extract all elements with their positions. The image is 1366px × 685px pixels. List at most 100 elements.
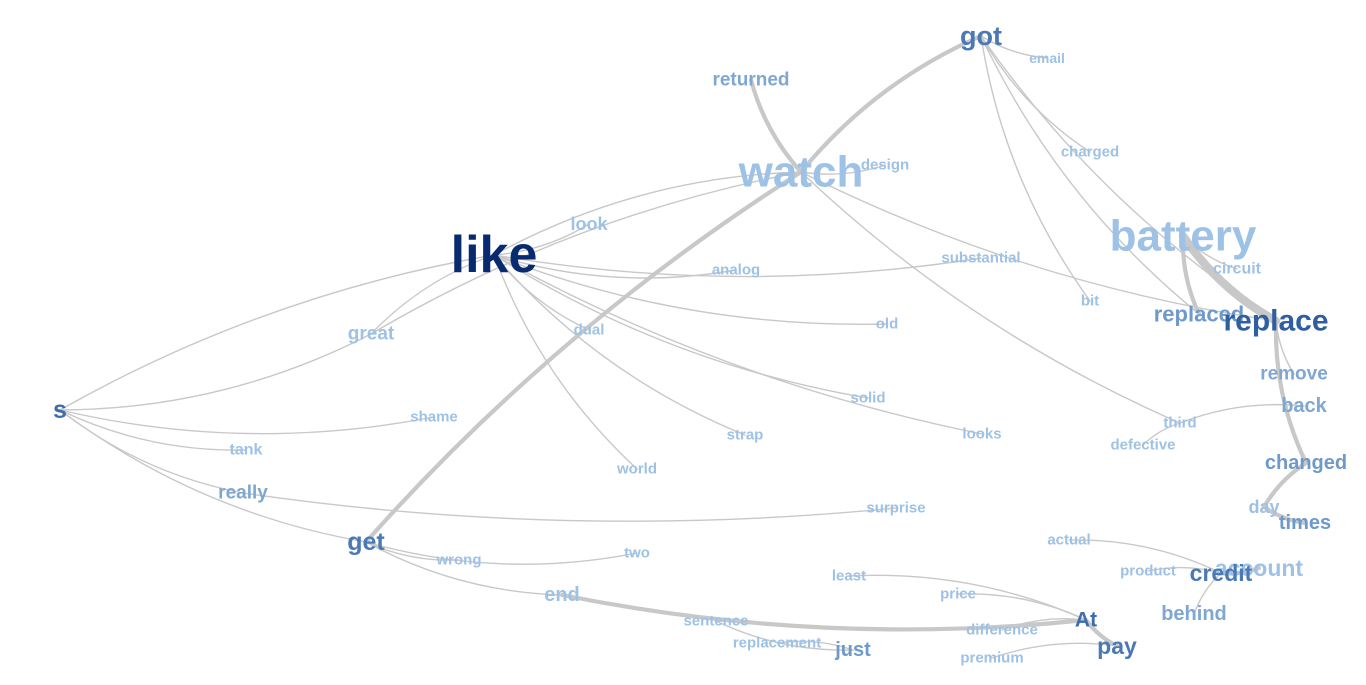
edge-get-two [365,541,638,565]
edge-pay-premium [991,642,1118,659]
word-pay: pay [1097,633,1137,659]
edge-like-old [493,254,888,325]
edge-layer [59,33,1309,659]
word-third: third [1163,415,1196,432]
edge-battery-circuit [1182,235,1238,270]
edge-s-shame [59,409,435,435]
word-watch: watch [738,148,864,197]
edge-replace-changed [1273,318,1309,466]
edge-s-great [59,333,372,411]
word-two: two [624,545,650,562]
word-like: like [451,226,538,284]
word-remove: remove [1260,364,1328,385]
edge-watch-great [370,171,802,335]
edge-at-pay [1083,617,1120,649]
edge-like-s [59,254,495,411]
word-defective: defective [1110,437,1175,454]
word-behind: behind [1161,603,1227,625]
edge-at-difference [1001,618,1087,631]
edge-credit-account [1218,565,1262,576]
word-difference: difference [966,622,1038,639]
word-product: product [1120,563,1176,580]
edge-watch-like [493,171,802,256]
word-returned: returned [712,70,789,91]
word-old: old [876,316,899,333]
word-replace: replace [1223,305,1328,338]
edge-day-times [1261,504,1308,526]
edge-s-tank [59,409,247,451]
edge-like-looks [493,254,983,435]
edge-got-replaced [980,35,1200,315]
word-get: get [347,528,385,556]
word-really: really [218,483,268,504]
word-least: least [832,568,866,585]
word-look: look [570,214,608,234]
edge-changed-day [1261,460,1309,510]
edge-like-look [493,223,590,256]
word-charged: charged [1061,144,1119,161]
edge-got-bit [980,35,1091,302]
word-dual: dual [574,322,605,339]
edge-like-world [493,254,638,470]
edge-battery-replaced [1180,233,1202,317]
word-world: world [616,461,657,478]
word-replaced: replaced [1154,302,1245,327]
edge-sentence-just [715,620,854,651]
word-actual: actual [1047,532,1090,549]
edge-watch-get [363,169,804,545]
edge-really-surprise [242,492,897,522]
word-price: price [940,586,976,603]
edge-like-analog [493,254,737,279]
edge-battery-replace [1178,231,1281,326]
word-sentence: sentence [683,613,748,630]
word-day: day [1248,497,1279,517]
word-bit: bit [1081,293,1099,310]
edge-returned-watch [748,77,804,175]
word-looks: looks [962,426,1001,443]
word-battery: battery [1110,212,1257,261]
edge-get-end [365,541,563,596]
word-times: times [1279,512,1331,534]
word-strap: strap [727,427,764,444]
edge-got-charged [980,35,1091,153]
edge-s-get [59,409,367,543]
edge-replace-remove [1275,320,1295,375]
edge-got-email [980,35,1048,59]
word-solid: solid [850,390,885,407]
word-circuit: circuit [1213,261,1262,278]
edge-at-price [957,593,1087,621]
word-tank: tank [230,442,263,459]
edge-like-strap [493,254,746,436]
word-account: account [1215,555,1304,581]
edge-got-watch [798,33,984,175]
edge-credit-actual [1068,539,1222,574]
edge-credit-behind [1193,572,1222,615]
edge-watch-replace [800,171,1277,322]
edge-back-third [1179,403,1305,424]
word-email: email [1029,50,1065,66]
edge-just-replacement [776,640,854,651]
edge-like-substantial [493,254,982,278]
word-wrong: wrong [436,552,482,569]
word-design: design [861,157,909,174]
word-substantial: substantial [941,250,1020,267]
edge-got-replace [980,35,1277,322]
word-great: great [348,324,395,345]
word-surprise: surprise [866,500,925,517]
edge-watch-design [800,164,886,175]
edge-get-wrong [365,541,460,561]
word-end: end [544,584,580,606]
word-shame: shame [410,409,458,426]
word-at: At [1075,609,1097,632]
word-s: s [53,396,67,424]
edge-watch-third [800,171,1181,424]
edge-credit-product [1147,566,1222,574]
word-analog: analog [712,262,760,279]
word-back: back [1281,395,1327,417]
edge-third-defective [1142,422,1181,446]
word-premium: premium [960,650,1023,667]
word-got: got [960,21,1002,51]
edge-like-great [370,254,495,335]
